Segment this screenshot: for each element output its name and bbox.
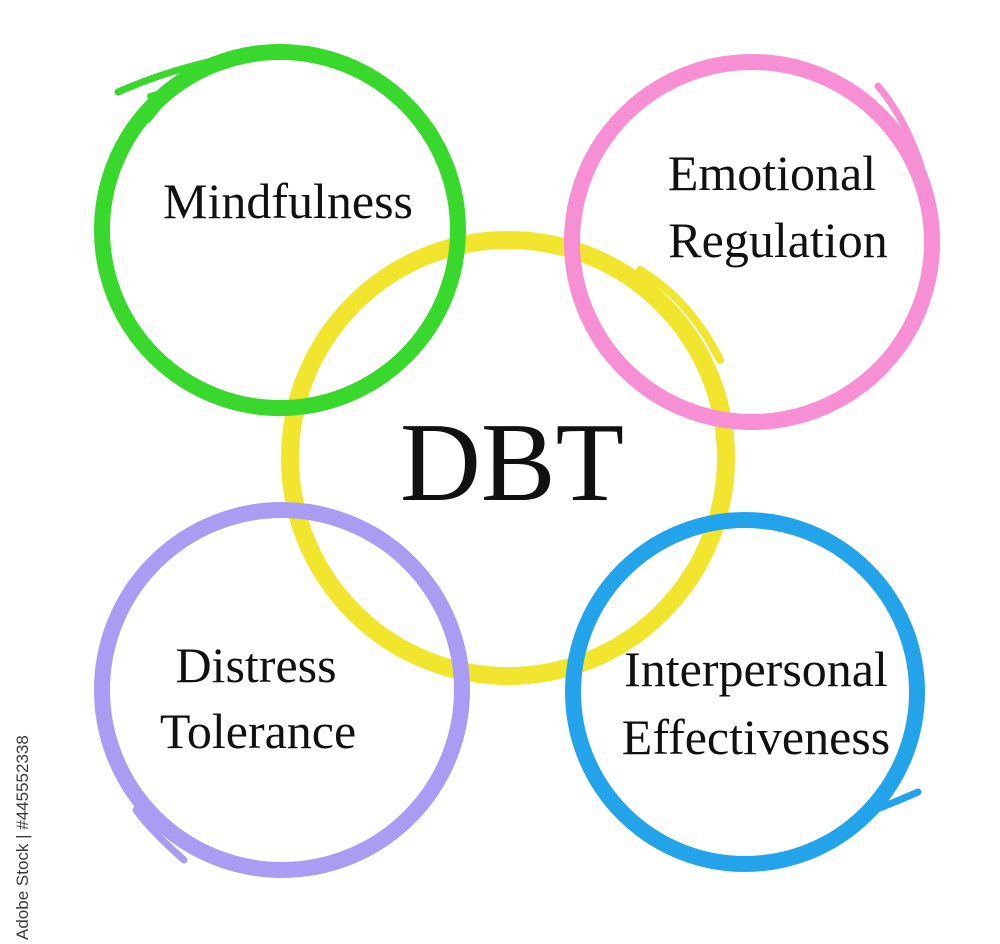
mindfulness-label: Mindfulness xyxy=(163,173,413,229)
center-ring xyxy=(281,231,735,685)
distress-tolerance-circle xyxy=(94,502,470,878)
center-ring-tail xyxy=(636,266,724,364)
interpersonal-effectiveness-label-line1: Interpersonal xyxy=(624,641,888,697)
distress-tolerance-ring-tail xyxy=(132,806,188,864)
interpersonal-effectiveness-ring-tail xyxy=(866,788,922,816)
emotional-regulation-label-line2: Regulation xyxy=(668,212,887,268)
emotional-regulation-label-line1: Emotional xyxy=(668,145,876,201)
emotional-regulation-ring-tail xyxy=(874,82,934,204)
mindfulness-ring-hook xyxy=(145,84,181,123)
interpersonal-effectiveness-ring xyxy=(565,512,925,872)
stock-id-text: Adobe Stock | #445552338 xyxy=(13,735,32,940)
mindfulness-ring-tail xyxy=(114,46,294,96)
emotional-regulation-circle xyxy=(564,54,940,430)
emotional-regulation-ring xyxy=(564,54,940,430)
center-circle xyxy=(281,231,735,685)
center-label: DBT xyxy=(400,401,624,525)
distress-tolerance-label-line2: Tolerance xyxy=(160,703,356,759)
distress-tolerance-ring xyxy=(94,502,470,878)
distress-tolerance-label-line1: Distress xyxy=(175,637,336,693)
mindfulness-circle xyxy=(94,44,466,416)
mindfulness-ring xyxy=(94,44,466,416)
interpersonal-effectiveness-label-line2: Effectiveness xyxy=(622,709,890,765)
interpersonal-effectiveness-circle xyxy=(565,512,925,872)
